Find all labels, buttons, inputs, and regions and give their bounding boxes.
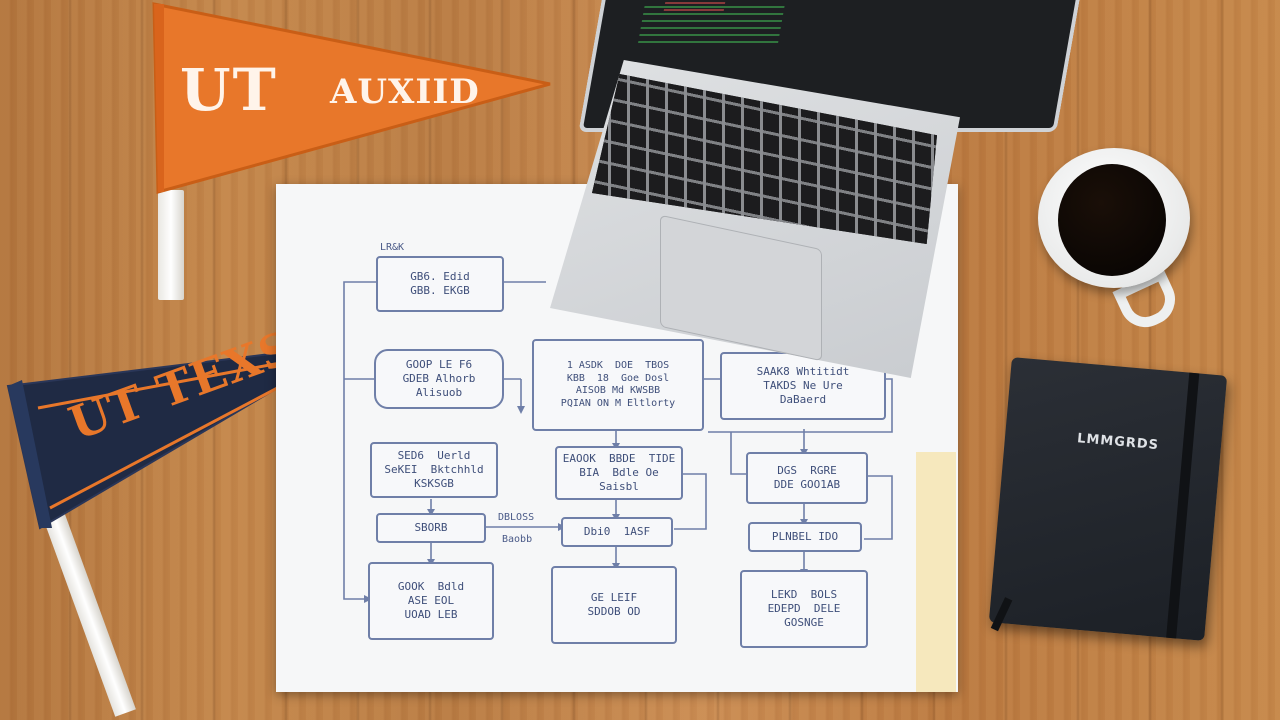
flowchart-node-9: Dbi0 1ASF: [561, 517, 673, 547]
flowchart-node-12: GE LEIF SDDOB OD: [551, 566, 677, 644]
flowchart-node-10: PLNBEL IDO: [748, 522, 862, 552]
flowchart-side-label-2: Baobb: [502, 534, 533, 545]
code-lines-red: [662, 2, 726, 16]
navy-pennant: [6, 343, 353, 530]
flowchart-node-6: EAOOK BBDE TIDE BIA Bdle Oe Saisbl: [555, 446, 683, 500]
flowchart-node-5: SED6 Uerld SeKEI Bktchhld KSKSGB: [370, 442, 498, 498]
flowchart-node-4: SAAK8 Whtitidt TAKDS Ne Ure DaBaerd: [720, 352, 886, 420]
orange-pennant-text-left: UT: [180, 56, 278, 124]
flowchart-node-13: LEKD BOLS EDEPD DELE GOSNGE: [740, 570, 868, 648]
flowchart-node-7: DGS RGRE DDE GOO1AB: [746, 452, 868, 504]
flowchart-node-1: GB6. Edid GBB. EKGB: [376, 256, 504, 312]
orange-pennant: [152, 2, 551, 194]
coffee: [1058, 164, 1166, 276]
flowchart-node-8: SBORB: [376, 513, 486, 543]
orange-pennant-stick: [158, 190, 184, 300]
flowchart-node-11: GOOK Bdld ASE EOL UOAD LEB: [368, 562, 494, 640]
coffee-mug: [1038, 148, 1190, 288]
notebook-elastic-band: [1166, 372, 1200, 639]
notebook-bookmark: [990, 597, 1013, 632]
laptop: [540, 0, 1080, 380]
flowchart-header: LR&K: [380, 242, 405, 253]
notebook: LMMGRDS: [988, 357, 1228, 641]
paper-yellow-band: [916, 452, 956, 692]
flowchart-node-2: GOOP LE F6 GDEB Alhorb Alisuob: [374, 349, 504, 409]
flowchart-connectors: [343, 281, 893, 603]
flowchart-node-3: 1 ASDK DOE TBOS KBB 18 Goe Dosl AISOB Md…: [532, 339, 704, 431]
orange-pennant-text-right: AUXIID: [330, 72, 480, 112]
flowchart-side-label-1: DBLOSS: [498, 512, 535, 523]
notebook-title: LMMGRDS: [1076, 431, 1160, 454]
